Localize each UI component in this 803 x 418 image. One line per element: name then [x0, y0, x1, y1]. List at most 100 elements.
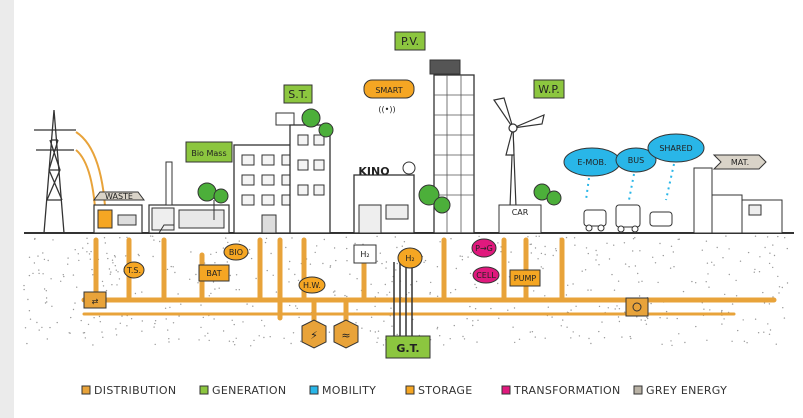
soil-dot: [462, 335, 464, 338]
soil-dot: [214, 262, 216, 264]
h2-storage: [397, 247, 423, 269]
soil-dot: [45, 297, 48, 299]
soil-dot: [396, 262, 398, 265]
soil-dot: [242, 321, 244, 323]
soil-dot: [111, 259, 114, 261]
soil-dot: [295, 305, 297, 307]
soil-dot: [474, 308, 477, 310]
pv-label: P.V.: [401, 35, 419, 48]
soil-dot: [67, 263, 69, 265]
soil-dot: [572, 331, 574, 333]
soil-dot: [232, 341, 234, 343]
soil-dot: [118, 278, 121, 280]
soil-dot: [329, 266, 331, 268]
soil-dot: [391, 280, 393, 283]
soil-dot: [754, 318, 757, 320]
soil-dot: [747, 251, 750, 254]
soil-dot: [542, 267, 544, 270]
soil-dot: [500, 251, 502, 253]
soil-dot: [105, 289, 108, 292]
soil-dot: [90, 250, 92, 253]
soil-dot: [190, 251, 192, 253]
soil-dot: [24, 327, 27, 329]
soil-dot: [215, 251, 217, 254]
soil-dot: [28, 256, 31, 258]
soil-dot: [728, 273, 730, 276]
soil-dot: [222, 330, 225, 332]
soil-dot: [429, 291, 431, 294]
soil-dot: [51, 305, 53, 307]
soil-dot: [329, 265, 332, 267]
soil-dot: [346, 260, 348, 262]
apartment-building: [233, 108, 334, 234]
soil-dot: [289, 260, 291, 263]
soil-dot: [645, 323, 648, 325]
soil-dot: [114, 265, 117, 267]
soil-dot: [385, 267, 387, 269]
legend-swatch: [405, 385, 415, 395]
soil-dot: [74, 249, 76, 251]
soil-dot: [632, 250, 634, 252]
soil-dot: [370, 283, 372, 285]
soil-dot: [288, 281, 290, 283]
soil-dot: [110, 271, 112, 273]
soil-dot: [60, 280, 62, 282]
soil-dot: [263, 325, 266, 327]
soil-dot: [595, 249, 597, 252]
soil-dot: [508, 261, 510, 263]
hot-water-storage: [298, 276, 326, 294]
soil-dot: [70, 316, 72, 319]
legend-label: GENERATION: [212, 384, 286, 397]
soil-dot: [754, 268, 756, 271]
soil-dot: [529, 243, 531, 246]
soil-dot: [490, 307, 492, 310]
wave-icon: ≈: [341, 329, 350, 342]
soil-dot: [497, 282, 499, 285]
soil-dot: [669, 267, 672, 269]
soil-dot: [766, 236, 769, 238]
geothermal-wells: [393, 262, 413, 336]
soil-dot: [768, 262, 771, 265]
illustration-panel: WASTE Bio Mass S.T.: [14, 0, 803, 418]
soil-dot: [93, 317, 95, 319]
soil-dot: [461, 255, 463, 258]
node-arrows-icon: ⇄: [92, 297, 99, 306]
soil-dot: [178, 338, 180, 340]
soil-dot: [335, 259, 337, 262]
soil-dot: [665, 310, 668, 313]
soil-dot: [255, 277, 257, 280]
soil-dot: [46, 338, 48, 340]
soil-dot: [534, 336, 536, 338]
soil-dot: [250, 257, 253, 260]
soil-dot: [323, 238, 325, 241]
soil-dot: [639, 250, 641, 252]
soil-dot: [290, 342, 292, 345]
soil-dot: [116, 284, 118, 286]
soil-dot: [345, 236, 347, 238]
soil-dot: [514, 341, 516, 344]
soil-dot: [346, 247, 348, 250]
soil-dot: [746, 342, 748, 344]
soil-dot: [383, 320, 385, 322]
soil-dot: [370, 316, 373, 318]
soil-dot: [616, 305, 618, 307]
soil-dot: [778, 286, 781, 288]
soil-dot: [141, 291, 143, 293]
soil-dot: [443, 344, 445, 346]
soil-dot: [170, 265, 172, 268]
soil-dot: [454, 288, 457, 291]
soil-dot: [472, 324, 474, 327]
soil-dot: [678, 333, 680, 335]
soil-dot: [661, 343, 663, 345]
soil-dot: [369, 330, 372, 332]
soil-dot: [172, 266, 174, 268]
soil-dot: [567, 284, 569, 286]
soil-dot: [737, 329, 739, 332]
soil-dot: [518, 338, 521, 340]
soil-dot: [89, 258, 92, 260]
soil-dot: [91, 268, 93, 271]
soil-dot: [50, 278, 52, 280]
soil-dot: [210, 292, 212, 295]
soil-dot: [614, 308, 616, 310]
soil-dot: [354, 242, 356, 245]
